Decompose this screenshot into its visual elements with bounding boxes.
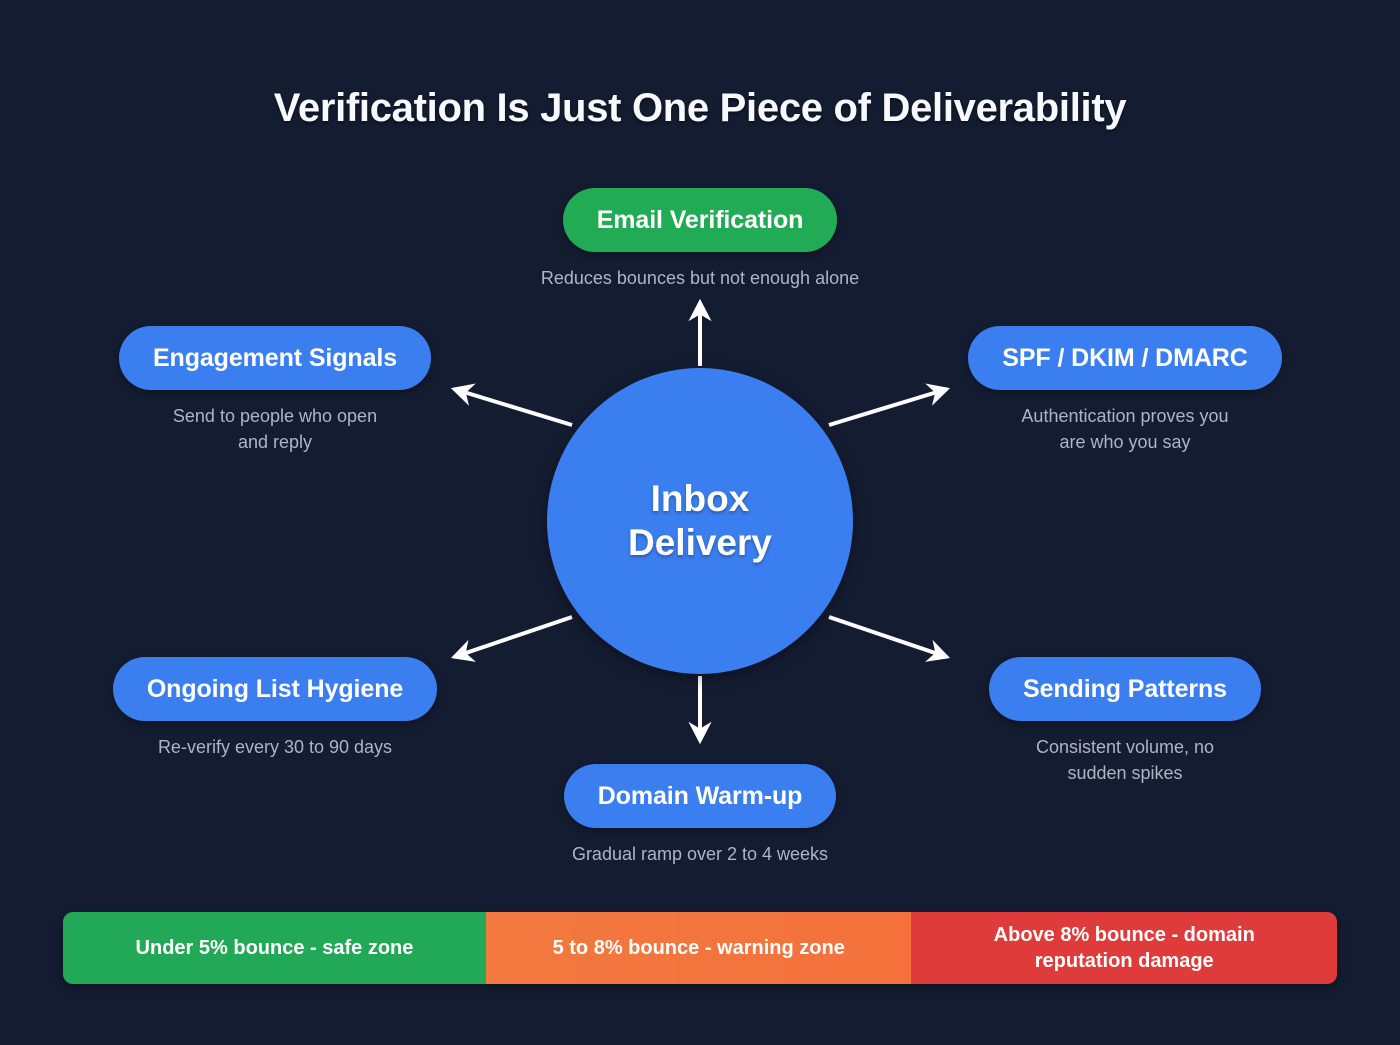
node-ongoing-list-hygiene-pill[interactable]: Ongoing List Hygiene — [112, 657, 438, 721]
arrow-to-spf-dkim-dmarc — [828, 383, 951, 427]
hub-inbox-delivery[interactable]: Inbox Delivery — [547, 368, 853, 674]
node-engagement-signals-description: Send to people who open and reply — [172, 406, 378, 452]
node-ongoing-list-hygiene[interactable]: Ongoing List Hygiene Re-verify every 30 … — [55, 657, 495, 761]
node-sending-patterns[interactable]: Sending Patterns Consistent volume, no s… — [905, 657, 1345, 786]
page-title: Verification Is Just One Piece of Delive… — [273, 86, 1127, 130]
node-email-verification[interactable]: Email Verification Reduces bounces but n… — [450, 188, 950, 292]
node-spf-dkim-dmarc[interactable]: SPF / DKIM / DMARC Authentication proves… — [905, 326, 1345, 455]
node-spf-dkim-dmarc-pill[interactable]: SPF / DKIM / DMARC — [968, 326, 1282, 390]
node-domain-warm-up[interactable]: Domain Warm-up Gradual ramp over 2 to 4 … — [450, 764, 950, 868]
node-sending-patterns-description: Consistent volume, no sudden spikes — [1035, 737, 1215, 783]
zone-segment-warning[interactable]: 5 to 8% bounce - warning zone — [485, 912, 912, 984]
arrow-to-engagement-signals — [450, 383, 573, 427]
zone-segment-safe[interactable]: Under 5% bounce - safe zone — [63, 912, 486, 984]
node-engagement-signals-pill[interactable]: Engagement Signals — [118, 326, 432, 390]
arrow-to-ongoing-list-hygiene — [450, 615, 573, 662]
arrow-to-sending-patterns — [828, 615, 951, 662]
node-spf-dkim-dmarc-description: Authentication proves you are who you sa… — [1021, 406, 1229, 452]
node-domain-warm-up-description: Gradual ramp over 2 to 4 weeks — [571, 844, 829, 864]
bounce-rate-zone-bar: Under 5% bounce - safe zone 5 to 8% boun… — [63, 912, 1337, 984]
hub-label: Inbox Delivery — [628, 478, 772, 563]
node-ongoing-list-hygiene-description: Re-verify every 30 to 90 days — [157, 737, 393, 757]
node-email-verification-pill[interactable]: Email Verification — [562, 188, 838, 252]
node-domain-warm-up-pill[interactable]: Domain Warm-up — [563, 764, 837, 828]
zone-segment-danger[interactable]: Above 8% bounce - domain reputation dama… — [911, 912, 1337, 984]
node-sending-patterns-pill[interactable]: Sending Patterns — [989, 657, 1261, 721]
node-email-verification-description: Reduces bounces but not enough alone — [540, 268, 860, 288]
node-engagement-signals[interactable]: Engagement Signals Send to people who op… — [55, 326, 495, 455]
